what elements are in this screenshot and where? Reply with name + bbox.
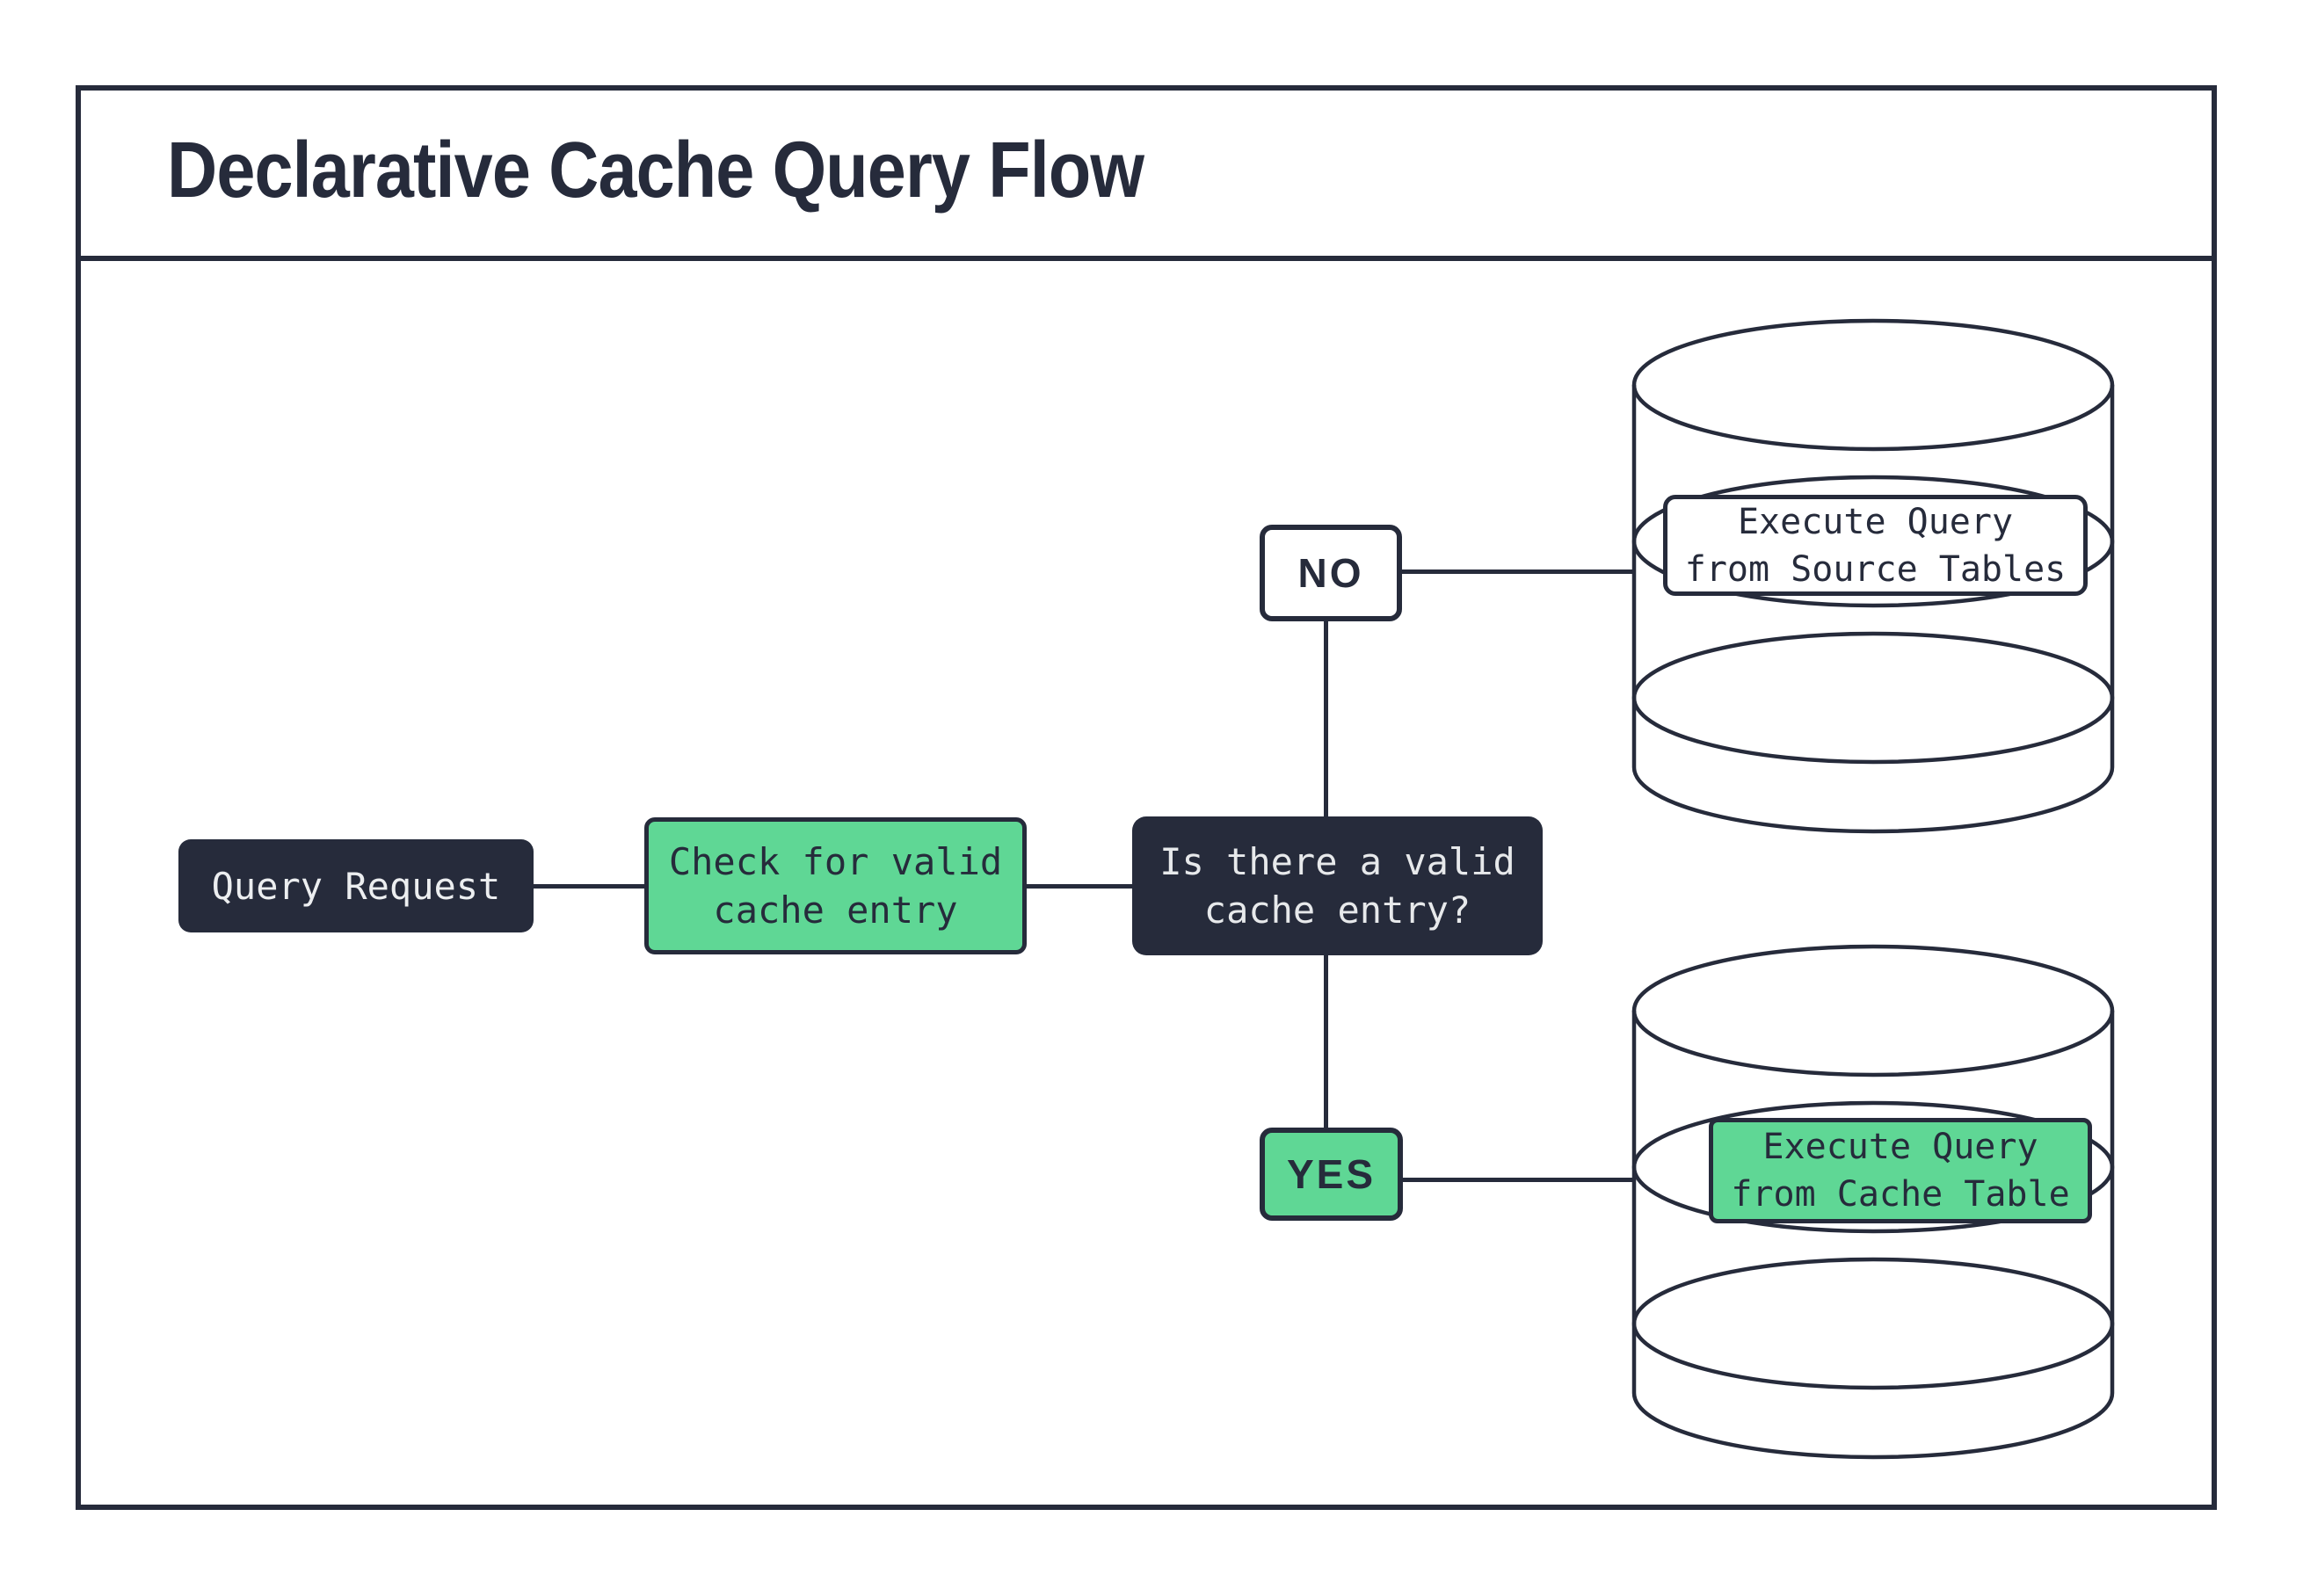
node-check-cache-line1: Check for valid: [668, 840, 1003, 883]
branch-no: NO: [1260, 525, 1402, 621]
diagram-header: Declarative Cache Query Flow: [76, 85, 2217, 261]
db-cache-line1: Execute Query: [1762, 1127, 2038, 1167]
database-cache-icon: [1631, 944, 2115, 1460]
db-cache-label: Execute Query from Cache Table: [1709, 1118, 2092, 1223]
node-decision-line1: Is there a valid: [1159, 840, 1515, 883]
db-cache-line2: from Cache Table: [1731, 1174, 2070, 1215]
db-source-label: Execute Query from Source Tables: [1663, 495, 2088, 596]
connector-decision-to-no: [1324, 621, 1328, 816]
branch-yes-label: YES: [1286, 1151, 1377, 1197]
branch-yes: YES: [1260, 1128, 1403, 1221]
branch-no-label: NO: [1297, 550, 1364, 596]
connector-no-to-source-db: [1402, 569, 1633, 574]
connector-check-to-decision: [1027, 884, 1132, 889]
node-decision: Is there a valid cache entry?: [1132, 816, 1543, 955]
connector-yes-to-cache-db: [1403, 1178, 1633, 1182]
page-title: Declarative Cache Query Flow: [167, 126, 1144, 214]
db-source-line1: Execute Query: [1737, 501, 2014, 542]
connector-decision-to-yes: [1324, 955, 1328, 1128]
node-check-cache-line2: cache entry: [713, 889, 958, 932]
node-query-request-label: Query Request: [211, 864, 501, 908]
node-decision-line2: cache entry?: [1203, 889, 1471, 932]
node-check-cache: Check for valid cache entry: [644, 817, 1027, 954]
db-source-line2: from Source Tables: [1684, 548, 2067, 590]
connector-query-to-check: [534, 884, 644, 889]
database-source-icon: [1631, 318, 2115, 834]
node-query-request: Query Request: [178, 839, 534, 932]
